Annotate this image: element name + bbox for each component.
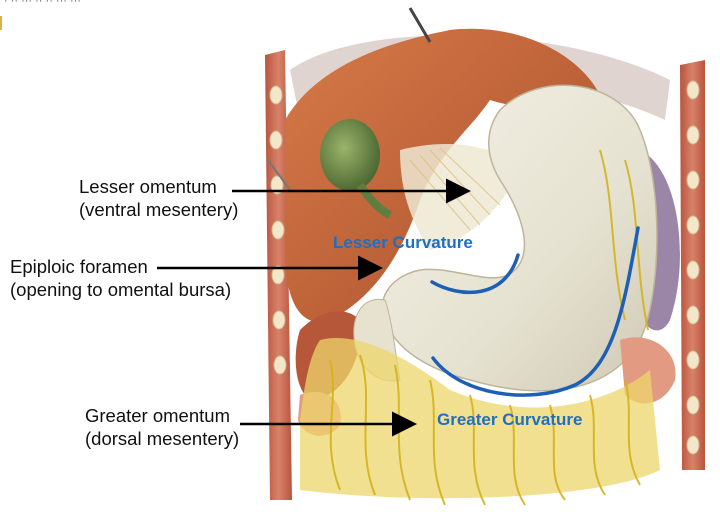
epiploic-foramen-line2: (opening to omental bursa) (10, 279, 232, 300)
greater-omentum-fat (300, 338, 660, 499)
retractor (408, 7, 432, 43)
greater-omentum-label: Greater omentum (dorsal mesentery) (85, 404, 239, 450)
lesser-omentum-line2: (ventral mesentery) (79, 199, 239, 220)
gallbladder (320, 119, 380, 191)
greater-curvature-label: Greater Curvature (437, 410, 583, 429)
lesser-omentum-line1: Lesser omentum (79, 176, 217, 197)
epiploic-foramen-line1: Epiploic foramen (10, 256, 148, 277)
lesser-omentum-label: Lesser omentum (ventral mesentery) (79, 175, 238, 221)
left-edge-mark (0, 16, 2, 30)
lesser-curvature-line (430, 253, 520, 295)
greater-omentum-line1: Greater omentum (85, 405, 230, 426)
greater-omentum-line2: (dorsal mesentery) (85, 428, 240, 449)
cropped-header-text: · ·· ··· ·· ·· ··· ··· (4, 0, 81, 7)
lesser-curvature-label: Lesser Curvature (333, 233, 473, 252)
stomach (381, 84, 658, 392)
greater-curvature-line (431, 226, 640, 397)
epiploic-foramen-label: Epiploic foramen (opening to omental bur… (10, 255, 231, 301)
